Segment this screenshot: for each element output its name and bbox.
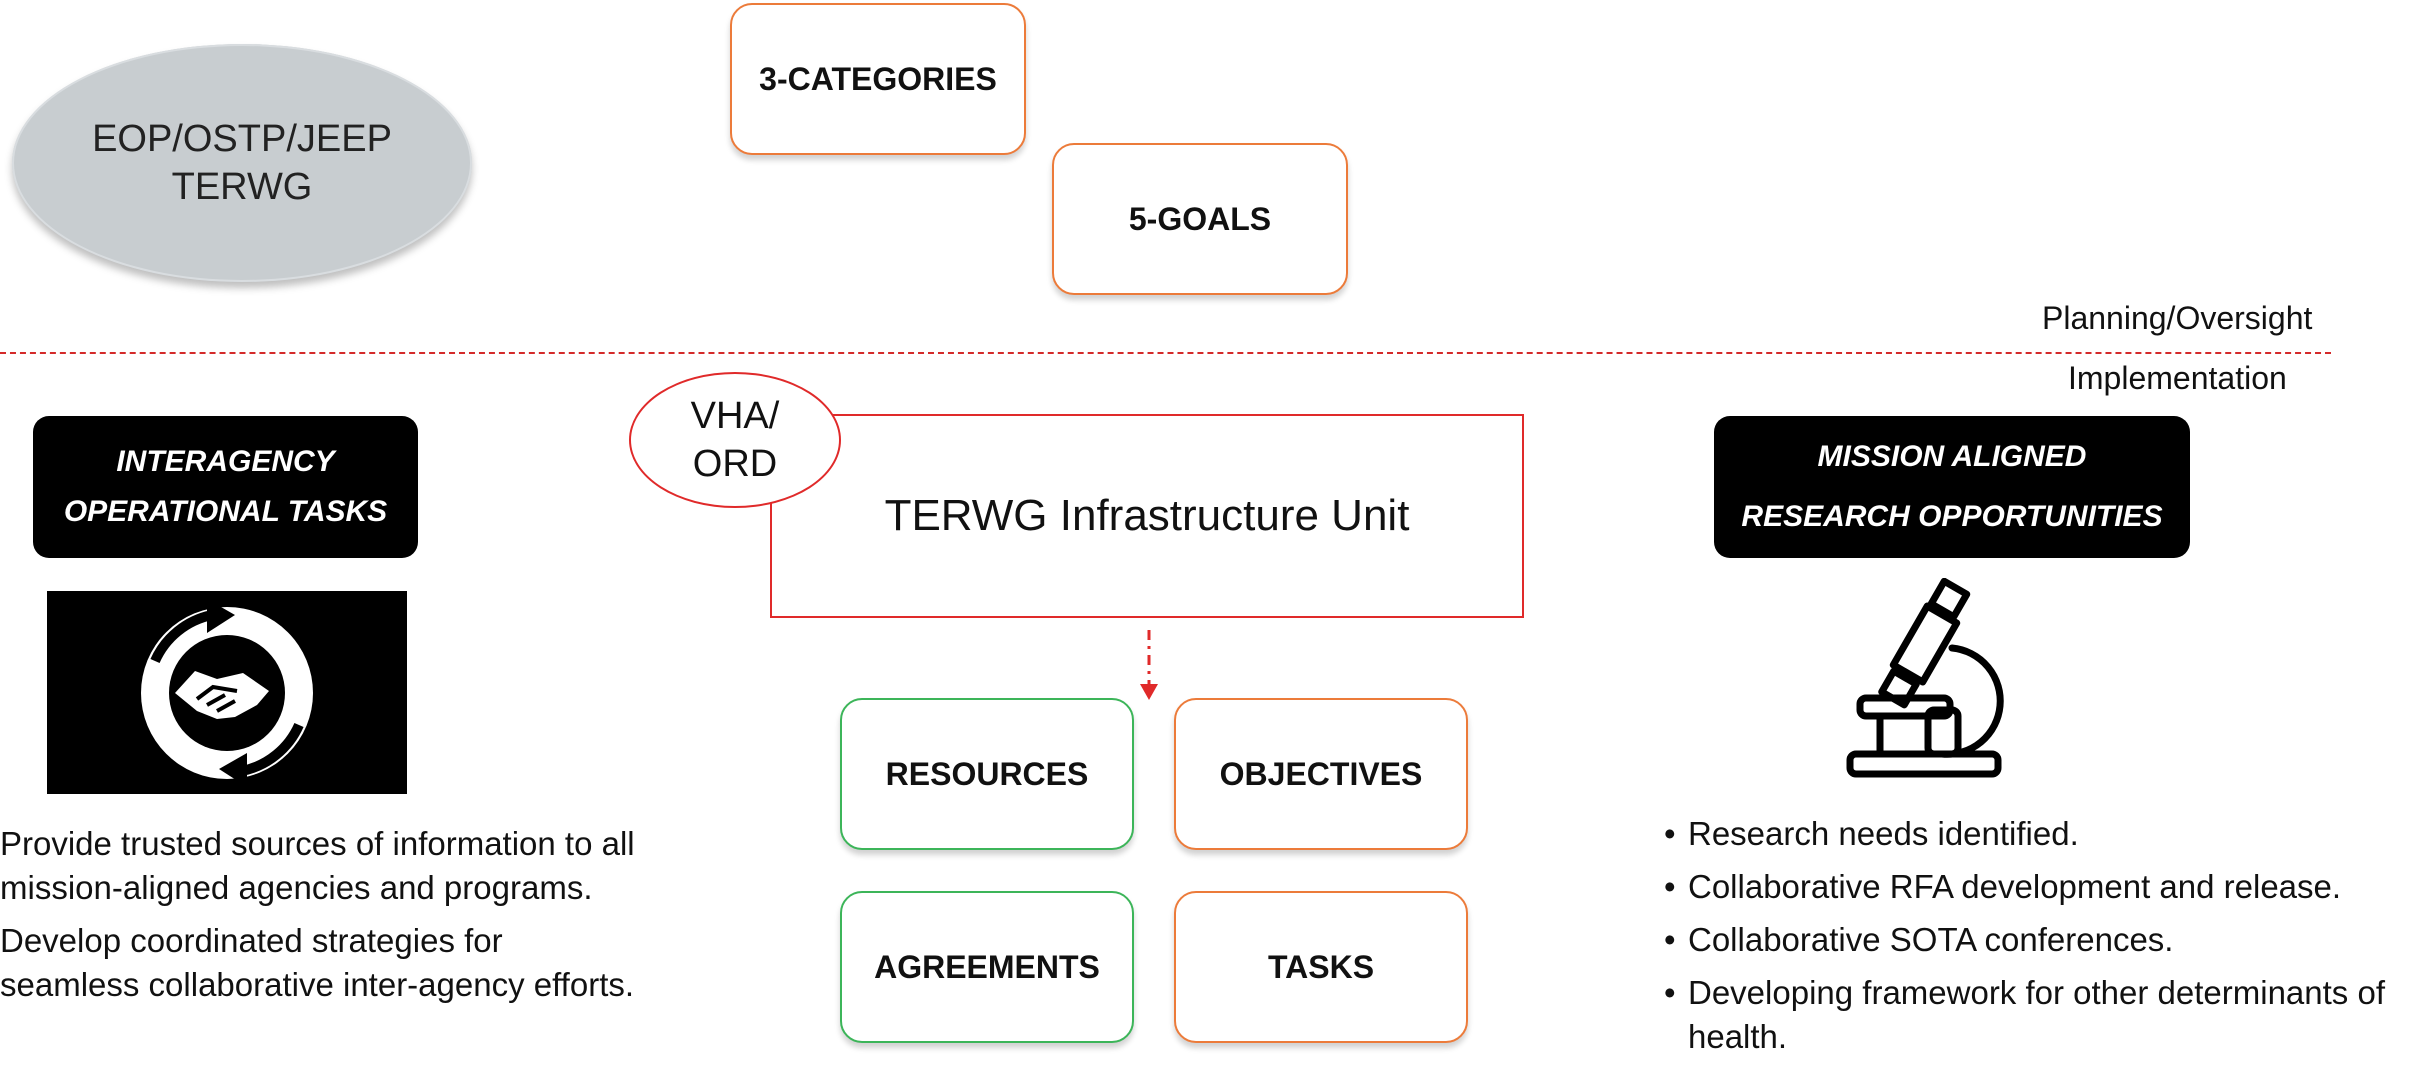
objectives-box: OBJECTIVES (1174, 698, 1468, 850)
vha-ord-oval: VHA/ ORD (629, 372, 841, 508)
objectives-label: OBJECTIVES (1219, 755, 1423, 792)
right-bullet-item: Collaborative SOTA conferences. (1664, 918, 2404, 962)
right-bullet-item: Developing framework for other determina… (1664, 971, 2404, 1059)
implementation-label: Implementation (2068, 360, 2287, 396)
terwg-infrastructure-unit-box: TERWG Infrastructure Unit (770, 414, 1524, 618)
vha-line: VHA/ (690, 395, 780, 437)
categories-label: 3-CATEGORIES (759, 60, 997, 97)
interagency-badge: INTERAGENCY OPERATIONAL TASKS (33, 416, 418, 558)
categories-box: 3-CATEGORIES (730, 3, 1026, 155)
tasks-label: TASKS (1267, 948, 1375, 985)
ord-line: ORD (692, 443, 778, 485)
agreements-label: AGREEMENTS (874, 948, 1100, 985)
eop-ostp-jeep-ellipse: EOP/OSTP/JEEP TERWG (12, 44, 472, 282)
down-arrow-icon (1140, 630, 1158, 700)
handshake-cycle-icon (47, 591, 407, 794)
goals-label: 5-GOALS (1128, 200, 1272, 237)
infrastructure-unit-title: TERWG Infrastructure Unit (884, 491, 1410, 540)
agreements-box: AGREEMENTS (840, 891, 1134, 1043)
resources-box: RESOURCES (840, 698, 1134, 850)
goals-box: 5-GOALS (1052, 143, 1348, 295)
microscope-icon (1846, 578, 2004, 778)
mission-aligned-badge: MISSION ALIGNED RESEARCH OPPORTUNITIES (1714, 416, 2190, 558)
left-bullet-item: Develop coordinated strategies for seaml… (0, 919, 636, 1007)
left-bullet-list: Provide trusted sources of information t… (0, 822, 636, 1016)
planning-implementation-divider (0, 352, 2331, 354)
tasks-box: TASKS (1174, 891, 1468, 1043)
ellipse-line-2: TERWG (171, 166, 313, 208)
ellipse-line-1: EOP/OSTP/JEEP (92, 118, 392, 160)
mission-badge-line-1: MISSION ALIGNED (1817, 440, 2087, 473)
interagency-badge-line-2: OPERATIONAL TASKS (63, 495, 388, 528)
right-bullet-item: Research needs identified. (1664, 812, 2404, 856)
mission-badge-line-2: RESEARCH OPPORTUNITIES (1741, 500, 2163, 533)
left-bullet-item: Provide trusted sources of information t… (0, 822, 636, 910)
right-bullet-list: Research needs identified. Collaborative… (1664, 812, 2404, 1068)
resources-label: RESOURCES (885, 755, 1089, 792)
right-bullet-item: Collaborative RFA development and releas… (1664, 865, 2404, 909)
planning-oversight-label: Planning/Oversight (2042, 300, 2313, 336)
interagency-badge-line-1: INTERAGENCY (116, 445, 335, 478)
